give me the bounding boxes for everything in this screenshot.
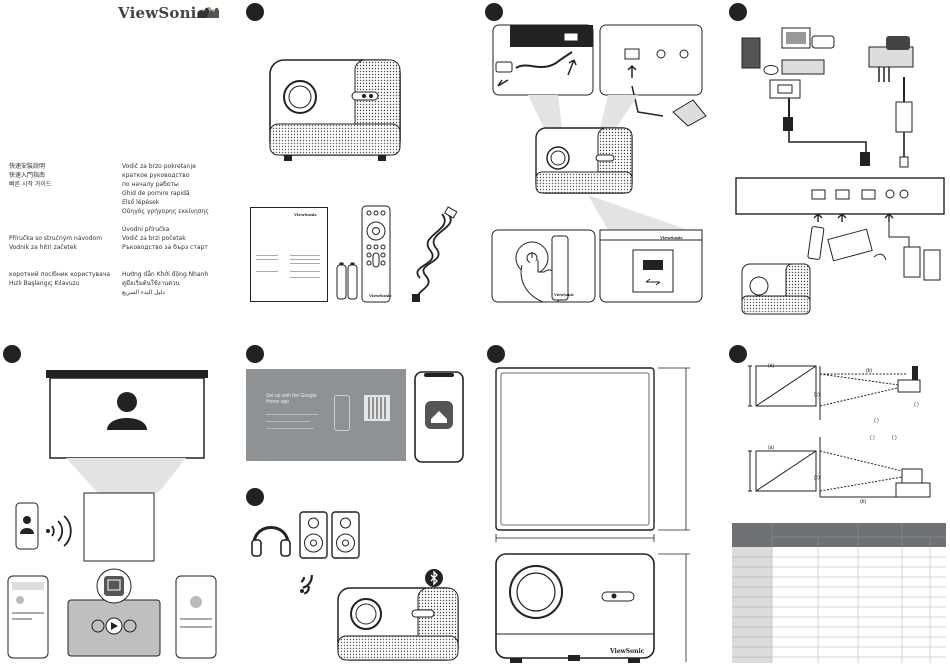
label-paren: ( ) (870, 435, 875, 441)
lang-item: Hızlı Başlangıç Kılavuzu (9, 280, 80, 287)
label-paren: ( ) (874, 418, 879, 424)
brand-name: ViewSonic (118, 4, 206, 22)
lang-item: краткое руководство (122, 172, 190, 179)
svg-text:ViewSonic: ViewSonic (659, 235, 684, 240)
panel-5-diagram (7, 370, 217, 659)
lang-item: 빠른 시작 가이드 (9, 181, 52, 188)
lang-item: دليل البدء السريع (122, 289, 165, 296)
projection-distance-diagram-2: (a) (c) (b) ( ) ( ) (748, 435, 931, 505)
smartphone-google-home-app (414, 371, 464, 463)
step-marker (246, 488, 264, 506)
remote-control-illustration: ViewSonic (361, 205, 393, 303)
panel-4-diagram (735, 27, 945, 315)
brand-reg: ® (205, 7, 213, 14)
lang-item: Hướng dẫn Khởi động Nhanh (122, 271, 209, 278)
lang-item: 快速安裝說明 (9, 163, 46, 170)
label-b: (b) (866, 368, 872, 374)
label-c: (c) (814, 392, 820, 398)
label-paren: ( ) (914, 402, 919, 408)
lang-item: по началу работы (122, 181, 179, 188)
qr-code-icon (364, 395, 390, 421)
lang-item: Vodnik za hitri začetek (9, 244, 77, 251)
step-marker (729, 345, 747, 363)
lang-item: Vodič za brzi početak (122, 235, 186, 242)
projector-bluetooth-illustration (337, 587, 459, 661)
step-marker (3, 345, 21, 363)
bluetooth-icon (425, 569, 443, 587)
step-marker (485, 3, 503, 21)
label-a: (a) (768, 363, 774, 369)
lang-item: Vodič za brzo pokretanje (122, 163, 196, 170)
svg-text:ViewSonic: ViewSonic (609, 648, 645, 655)
speakers-icon (299, 511, 360, 559)
google-home-setup-screen: Set up with the Google Home app (246, 369, 406, 461)
label-paren: ( ) (892, 435, 897, 441)
lang-item: короткий посібник користувача (9, 271, 110, 278)
lang-item: Első lépések (122, 199, 160, 206)
brand-logo: ViewSonic® (118, 4, 212, 22)
lang-item: Οδηγός γρήγορης εκκίνησης (122, 208, 209, 215)
projection-distance-diagram-1: (a) (b) (c) ( ) ( ) (748, 363, 921, 424)
lang-item: Ръководство за бърз старт (122, 244, 208, 251)
birds-logo-icon (197, 7, 219, 19)
step-marker (729, 3, 747, 21)
phone-outline-icon (334, 395, 350, 431)
batteries-icon (336, 262, 358, 300)
lang-item: Příručka so stručným návodom (9, 235, 103, 242)
lang-item: คู่มือเริ่มต้นใช้งานด่วน (122, 280, 180, 287)
power-cable-illustration (412, 206, 458, 302)
label-a: (a) (768, 445, 774, 451)
svg-text:ViewSonic: ViewSonic (368, 293, 393, 298)
google-home-heading: Set up with the Google Home app (266, 393, 317, 405)
languages-right: Vodič za brzo pokretanje краткое руководс… (122, 162, 209, 297)
projection-size-table (732, 523, 946, 663)
panel-3-diagram: ViewSonic ViewSonic (491, 24, 707, 303)
label-c: (c) (814, 475, 820, 481)
step-marker (487, 345, 505, 363)
step-marker (246, 345, 264, 363)
projector-illustration (269, 59, 401, 161)
lang-item: 快速入門指南 (9, 172, 46, 179)
label-b: (b) (860, 499, 866, 505)
headphones-icon (251, 526, 291, 557)
wifi-signal-icon (300, 574, 313, 595)
languages-left: 快速安裝說明快速入門指南 빠른 시작 가이드 Příručka so stručný… (9, 162, 110, 288)
dimensions-diagram: ViewSonic (495, 367, 690, 663)
svg-text:ViewSonic: ViewSonic (553, 293, 574, 297)
step-marker (246, 3, 264, 21)
svg-text:ViewSonic: ViewSonic (293, 212, 318, 217)
quick-start-guide-booklet: ViewSonic (250, 207, 328, 302)
lang-item: Úvodní příručka (122, 226, 170, 233)
lang-item: Ghid de pornire rapidă (122, 190, 190, 197)
